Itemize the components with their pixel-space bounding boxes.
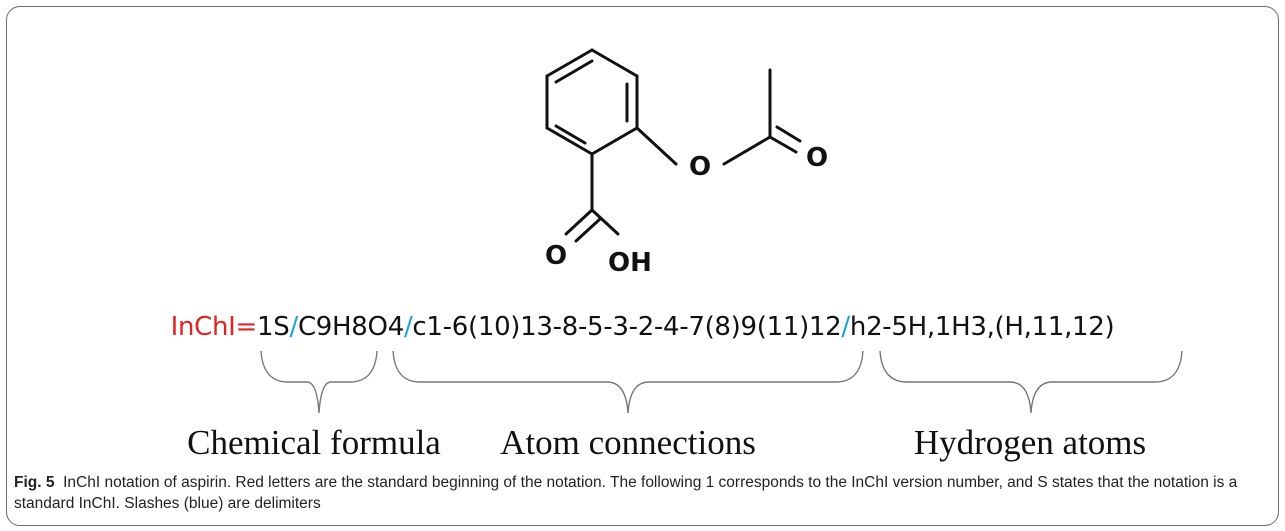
figure-frame [6,6,1279,526]
inchi-hydrogens: h2-5H,1H3,(H,11,12) [849,312,1115,342]
inchi-delimiter: / [841,312,850,342]
bond-acid-o-1 [564,208,594,236]
brace-connections [392,350,864,414]
bond-acid-oh [590,208,620,236]
aspirin-structure: O O O OH [545,48,828,278]
ring-double-3 [554,124,587,145]
atom-o-ester: O [689,152,711,182]
figure-caption: Fig. 5 InChI notation of aspirin. Red le… [14,472,1269,514]
inchi-delimiter: / [403,312,413,342]
ring-bond-4 [590,126,639,156]
label-chemical-formula: Chemical formula [187,423,441,462]
bond-carbonyl-2 [775,125,802,143]
ring-bond-5 [545,126,594,156]
figure-label: Fig. 5 [14,474,55,491]
atom-o-acid: O [545,241,567,271]
atom-oh-acid: OH [608,248,652,278]
label-atom-connections: Atom connections [500,423,756,462]
atom-o-carbonyl: O [806,143,828,173]
inchi-connections: c1-6(10)13-8-5-3-2-4-7(8)9(11)12 [412,312,842,342]
bond-o-carbon [722,135,772,166]
brace-hydrogens [879,350,1183,414]
inchi-notation: InChI=1S/C9H8O4/c1-6(10)13-8-5-3-2-4-7(8… [0,312,1285,342]
label-hydrogen-atoms: Hydrogen atoms [913,423,1147,462]
inchi-delimiter: / [289,312,298,342]
inchi-formula: C9H8O4 [297,312,404,342]
inchi-version: 1S [257,312,290,342]
ring-bond-1 [545,48,594,78]
ring-double-1 [554,59,594,84]
caption-text: InChI notation of aspirin. Red letters a… [14,474,1238,512]
bond-carbonyl-1 [768,135,798,154]
bond-ring-o [635,126,678,166]
bond-acid-o-2 [574,217,602,243]
inchi-prefix: InChI= [170,312,258,342]
brace-formula [260,350,378,414]
ring-bond-2 [590,48,639,78]
